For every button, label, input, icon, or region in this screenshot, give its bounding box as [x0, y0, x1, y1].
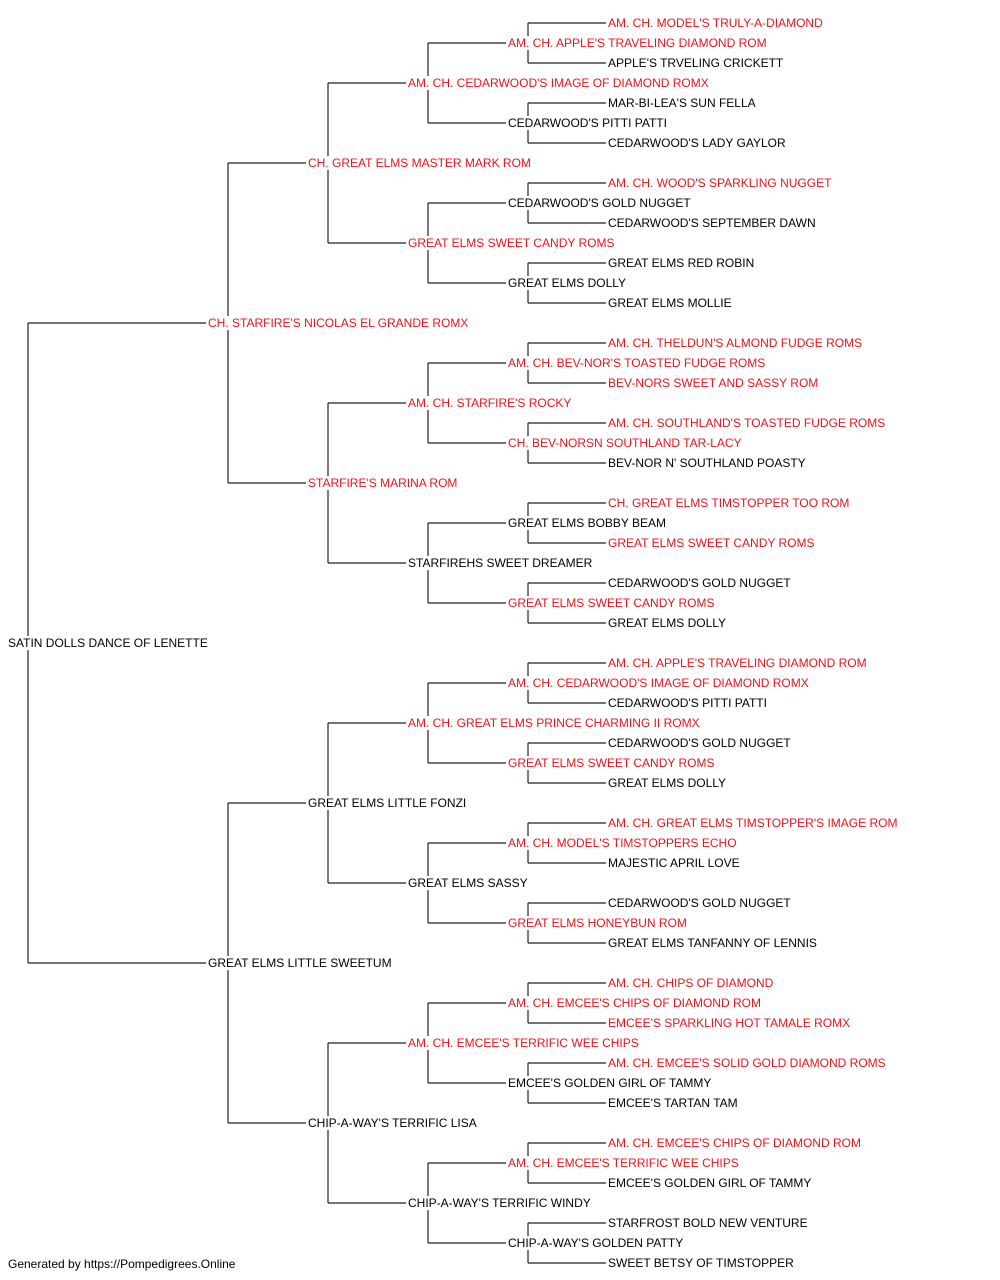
- sire-gen5-name: AM. CH. APPLE'S TRAVELING DIAMOND ROM: [608, 656, 869, 670]
- dam-gen5-name: EMCEE'S SPARKLING HOT TAMALE ROMX: [608, 1016, 853, 1030]
- subject-dog-name: SATIN DOLLS DANCE OF LENETTE: [8, 636, 210, 650]
- sire-gen5-name: AM. CH. CHIPS OF DIAMOND: [608, 976, 776, 990]
- sire-gen5-name: AM. CH. SOUTHLAND'S TOASTED FUDGE ROMS: [608, 416, 888, 430]
- sire-gen5-name: AM. CH. WOOD'S SPARKLING NUGGET: [608, 176, 834, 190]
- dam-gen5-name: CEDARWOOD'S PITTI PATTI: [608, 696, 769, 710]
- dam-gen4-name: GREAT ELMS HONEYBUN ROM: [508, 916, 689, 930]
- sire-gen4-name: AM. CH. EMCEE'S TERRIFIC WEE CHIPS: [508, 1156, 741, 1170]
- dam-gen4-name: CH. BEV-NORSN SOUTHLAND TAR-LACY: [508, 436, 744, 450]
- dam-gen5-name: GREAT ELMS SWEET CANDY ROMS: [608, 536, 817, 550]
- sire-gen5-name: AM. CH. MODEL'S TRULY-A-DIAMOND: [608, 16, 825, 30]
- sire-gen5-name: CEDARWOOD'S GOLD NUGGET: [608, 896, 793, 910]
- sire-gen4-name: AM. CH. CEDARWOOD'S IMAGE OF DIAMOND ROM…: [508, 676, 811, 690]
- dam-gen5-name: GREAT ELMS TANFANNY OF LENNIS: [608, 936, 819, 950]
- sire-gen5-name: STARFROST BOLD NEW VENTURE: [608, 1216, 810, 1230]
- sire-gen5-name: AM. CH. EMCEE'S CHIPS OF DIAMOND ROM: [608, 1136, 863, 1150]
- dam-gen1-name: GREAT ELMS LITTLE SWEETUM: [208, 956, 394, 970]
- dam-gen4-name: EMCEE'S GOLDEN GIRL OF TAMMY: [508, 1076, 714, 1090]
- sire-gen3-name: AM. CH. STARFIRE'S ROCKY: [408, 396, 574, 410]
- dam-gen5-name: EMCEE'S TARTAN TAM: [608, 1096, 740, 1110]
- dam-gen5-name: GREAT ELMS DOLLY: [608, 776, 729, 790]
- sire-gen5-name: CEDARWOOD'S GOLD NUGGET: [608, 736, 793, 750]
- dam-gen5-name: SWEET BETSY OF TIMSTOPPER: [608, 1256, 796, 1270]
- dam-gen2-name: STARFIRE'S MARINA ROM: [308, 476, 460, 490]
- dam-gen5-name: BEV-NOR N' SOUTHLAND POASTY: [608, 456, 808, 470]
- sire-gen4-name: AM. CH. EMCEE'S CHIPS OF DIAMOND ROM: [508, 996, 763, 1010]
- dam-gen5-name: MAJESTIC APRIL LOVE: [608, 856, 742, 870]
- sire-gen5-name: AM. CH. EMCEE'S SOLID GOLD DIAMOND ROMS: [608, 1056, 888, 1070]
- dam-gen3-name: GREAT ELMS SASSY: [408, 876, 530, 890]
- dam-gen4-name: CHIP-A-WAY'S GOLDEN PATTY: [508, 1236, 686, 1250]
- dam-gen5-name: GREAT ELMS DOLLY: [608, 616, 729, 630]
- sire-gen4-name: AM. CH. MODEL'S TIMSTOPPERS ECHO: [508, 836, 739, 850]
- sire-gen4-name: CEDARWOOD'S GOLD NUGGET: [508, 196, 693, 210]
- dam-gen3-name: CHIP-A-WAY'S TERRIFIC WINDY: [408, 1196, 593, 1210]
- dam-gen5-name: CEDARWOOD'S LADY GAYLOR: [608, 136, 788, 150]
- sire-gen5-name: CH. GREAT ELMS TIMSTOPPER TOO ROM: [608, 496, 852, 510]
- dam-gen4-name: GREAT ELMS DOLLY: [508, 276, 629, 290]
- sire-gen1-name: CH. STARFIRE'S NICOLAS EL GRANDE ROMX: [208, 316, 471, 330]
- dam-gen5-name: APPLE'S TRVELING CRICKETT: [608, 56, 786, 70]
- sire-gen2-name: CH. GREAT ELMS MASTER MARK ROM: [308, 156, 533, 170]
- sire-gen5-name: CEDARWOOD'S GOLD NUGGET: [608, 576, 793, 590]
- sire-gen5-name: GREAT ELMS RED ROBIN: [608, 256, 757, 270]
- sire-gen4-name: AM. CH. BEV-NOR'S TOASTED FUDGE ROMS: [508, 356, 768, 370]
- dam-gen5-name: GREAT ELMS MOLLIE: [608, 296, 734, 310]
- sire-gen3-name: AM. CH. EMCEE'S TERRIFIC WEE CHIPS: [408, 1036, 641, 1050]
- sire-gen5-name: AM. CH. GREAT ELMS TIMSTOPPER'S IMAGE RO…: [608, 816, 900, 830]
- dam-gen4-name: CEDARWOOD'S PITTI PATTI: [508, 116, 669, 130]
- dam-gen2-name: CHIP-A-WAY'S TERRIFIC LISA: [308, 1116, 479, 1130]
- sire-gen2-name: GREAT ELMS LITTLE FONZI: [308, 796, 469, 810]
- sire-gen3-name: AM. CH. GREAT ELMS PRINCE CHARMING II RO…: [408, 716, 702, 730]
- footer-credit: Generated by https://Pompedigrees.Online: [8, 1257, 236, 1271]
- dam-gen4-name: GREAT ELMS SWEET CANDY ROMS: [508, 596, 717, 610]
- sire-gen5-name: MAR-BI-LEA'S SUN FELLA: [608, 96, 758, 110]
- dam-gen3-name: GREAT ELMS SWEET CANDY ROMS: [408, 236, 617, 250]
- sire-gen4-name: GREAT ELMS BOBBY BEAM: [508, 516, 669, 530]
- dam-gen5-name: CEDARWOOD'S SEPTEMBER DAWN: [608, 216, 818, 230]
- dam-gen3-name: STARFIREHS SWEET DREAMER: [408, 556, 595, 570]
- dam-gen5-name: EMCEE'S GOLDEN GIRL OF TAMMY: [608, 1176, 814, 1190]
- sire-gen4-name: AM. CH. APPLE'S TRAVELING DIAMOND ROM: [508, 36, 769, 50]
- dam-gen4-name: GREAT ELMS SWEET CANDY ROMS: [508, 756, 717, 770]
- sire-gen3-name: AM. CH. CEDARWOOD'S IMAGE OF DIAMOND ROM…: [408, 76, 711, 90]
- sire-gen5-name: AM. CH. THELDUN'S ALMOND FUDGE ROMS: [608, 336, 865, 350]
- dam-gen5-name: BEV-NORS SWEET AND SASSY ROM: [608, 376, 821, 390]
